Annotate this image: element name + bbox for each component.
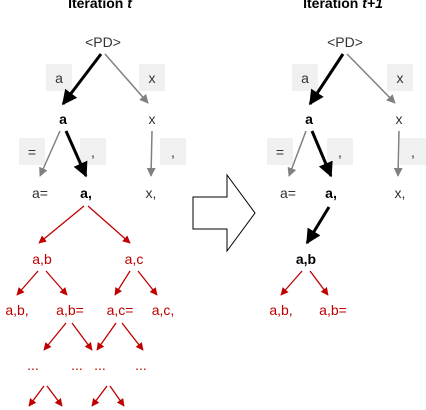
left-root-node: <PD> (85, 34, 121, 50)
left-edge-label-box-x (139, 64, 165, 91)
right-edge-label-x: x (397, 70, 404, 86)
right-edge-label-box-comma (327, 138, 353, 165)
left-edge-label-comma-x: , (171, 144, 175, 160)
right-tree: Iteration t+1 <PD> a x a x = , , a= a, x… (267, 0, 426, 318)
right-edge-label-box-x (387, 64, 413, 91)
left-leaf-aeq: a= (32, 185, 48, 201)
right-edge-acomma-ab (305, 206, 331, 245)
right-edge-label-eq: = (276, 144, 284, 160)
right-edge-root-x (346, 53, 396, 104)
left-edge-root-a (61, 53, 103, 106)
left-edge-root-x (104, 53, 149, 104)
left-edge-label-comma: , (91, 144, 95, 160)
left-edge-x-xcomma (146, 130, 156, 177)
left-red-edge-5 (114, 270, 131, 296)
left-red-edge-7 (43, 322, 67, 351)
left-title: Iteration t (68, 0, 133, 11)
right-edge-label-box-a (292, 64, 318, 91)
left-node-a: a (59, 111, 67, 127)
left-red-edge-6 (137, 270, 158, 296)
right-root-node: <PD> (327, 34, 363, 50)
left-red-edge-3 (16, 270, 39, 296)
right-edge-a-aeq (287, 130, 307, 177)
right-red-node-abc: a,b, (269, 302, 292, 318)
left-node-x: x (149, 111, 156, 127)
left-edge-a-acomma (64, 130, 88, 178)
right-node-ab: a,b (296, 251, 316, 267)
left-red-node-aceq: a,c= (107, 302, 134, 318)
left-edge-label-box-eq (19, 138, 45, 165)
left-red-dots-4: ... (135, 357, 147, 373)
right-red-edge-2 (309, 270, 329, 296)
right-leaf-aeq: a= (280, 185, 296, 201)
left-edge-a-aeq (39, 130, 61, 177)
left-red-edge-8 (71, 322, 93, 351)
left-red-edge-14 (109, 385, 125, 407)
left-red-node-ac: a,c (125, 251, 144, 267)
left-red-edge-2 (87, 205, 131, 244)
left-red-dots-1: ... (27, 357, 39, 373)
left-red-edge-13 (91, 385, 108, 407)
left-edge-label-box-a (46, 64, 72, 91)
left-red-node-abc: a,b, (5, 302, 28, 318)
right-edge-a-acomma (310, 130, 333, 178)
right-node-a: a (305, 111, 313, 127)
left-red-edge-11 (28, 385, 45, 407)
left-red-node-acc: a,c, (152, 302, 175, 318)
left-edge-label-a: a (55, 70, 63, 86)
right-edge-label-comma-x: , (411, 144, 415, 160)
left-red-node-abeq: a,b= (56, 302, 84, 318)
right-red-edge-1 (280, 270, 303, 296)
left-red-edge-12 (46, 385, 63, 407)
left-red-node-ab: a,b (32, 251, 52, 267)
right-edge-label-box-comma-x (400, 138, 426, 165)
right-node-x: x (396, 111, 403, 127)
right-edge-label-comma: , (338, 144, 342, 160)
left-red-edge-4 (45, 270, 68, 296)
left-red-dots-2: ... (71, 357, 83, 373)
right-edge-root-a (308, 53, 345, 106)
left-red-dots-3: ... (94, 357, 106, 373)
left-red-edge-9 (96, 322, 117, 351)
left-tree: Iteration t <PD> a x a x = , , a= a, x, … (5, 0, 186, 407)
left-edge-label-eq: = (28, 144, 36, 160)
left-red-edge-10 (121, 322, 144, 351)
left-edge-label-box-comma (80, 138, 106, 165)
left-leaf-acomma: a, (80, 185, 92, 201)
transition-arrow-icon (192, 173, 256, 253)
right-leaf-xcomma: x, (395, 185, 406, 201)
left-leaf-xcomma: x, (146, 185, 157, 201)
right-edge-label-a: a (301, 70, 309, 86)
left-edge-label-x: x (149, 70, 156, 86)
right-red-node-abeq: a,b= (319, 302, 347, 318)
right-edge-x-xcomma (393, 130, 403, 177)
left-red-edge-1 (38, 205, 85, 244)
right-leaf-acomma: a, (325, 185, 337, 201)
right-title: Iteration t+1 (303, 0, 383, 11)
right-edge-label-box-eq (267, 138, 293, 165)
left-edge-label-box-comma-x (160, 138, 186, 165)
